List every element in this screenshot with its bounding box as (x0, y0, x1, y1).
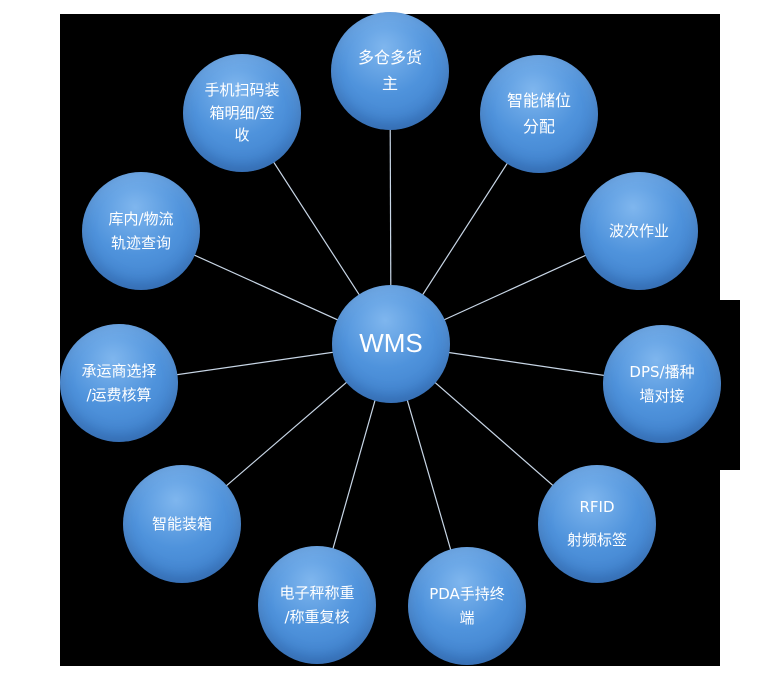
center-node-wms: WMS (332, 285, 450, 403)
node-label: 多仓多货 主 (357, 48, 422, 93)
node-smart-packing: 智能装箱 (123, 465, 241, 583)
node-label: 智能储位 分配 (506, 91, 571, 136)
node-track-query: 库内/物流 轨迹查询 (82, 172, 200, 290)
node-label: 手机扫码装 箱明细/签 收 (204, 81, 280, 145)
node-scale-weighing: 电子秤称重 /称重复核 (258, 546, 376, 664)
node-label: PDA手持终 端 (429, 585, 505, 627)
node-mobile-scan: 手机扫码装 箱明细/签 收 (183, 54, 301, 172)
node-label: 智能装箱 (151, 515, 212, 533)
node-pda-terminal: PDA手持终 端 (408, 547, 526, 665)
node-label: 承运商选择 /运费核算 (81, 362, 157, 404)
node-multi-warehouse-owner: 多仓多货 主 (331, 12, 449, 130)
node-dps-wall: DPS/播种 墙对接 (603, 325, 721, 443)
node-rfid-tag: RFID 射频标签 (538, 465, 656, 583)
node-label: DPS/播种 墙对接 (629, 363, 695, 405)
node-label: RFID 射频标签 (566, 498, 627, 549)
node-carrier-selection: 承运商选择 /运费核算 (60, 324, 178, 442)
node-label: 波次作业 (608, 222, 669, 240)
center-node-label: WMS (359, 328, 423, 359)
node-label: 电子秤称重 /称重复核 (279, 584, 355, 626)
node-smart-storage: 智能储位 分配 (480, 55, 598, 173)
node-label: 库内/物流 轨迹查询 (108, 210, 174, 252)
node-wave-operation: 波次作业 (580, 172, 698, 290)
